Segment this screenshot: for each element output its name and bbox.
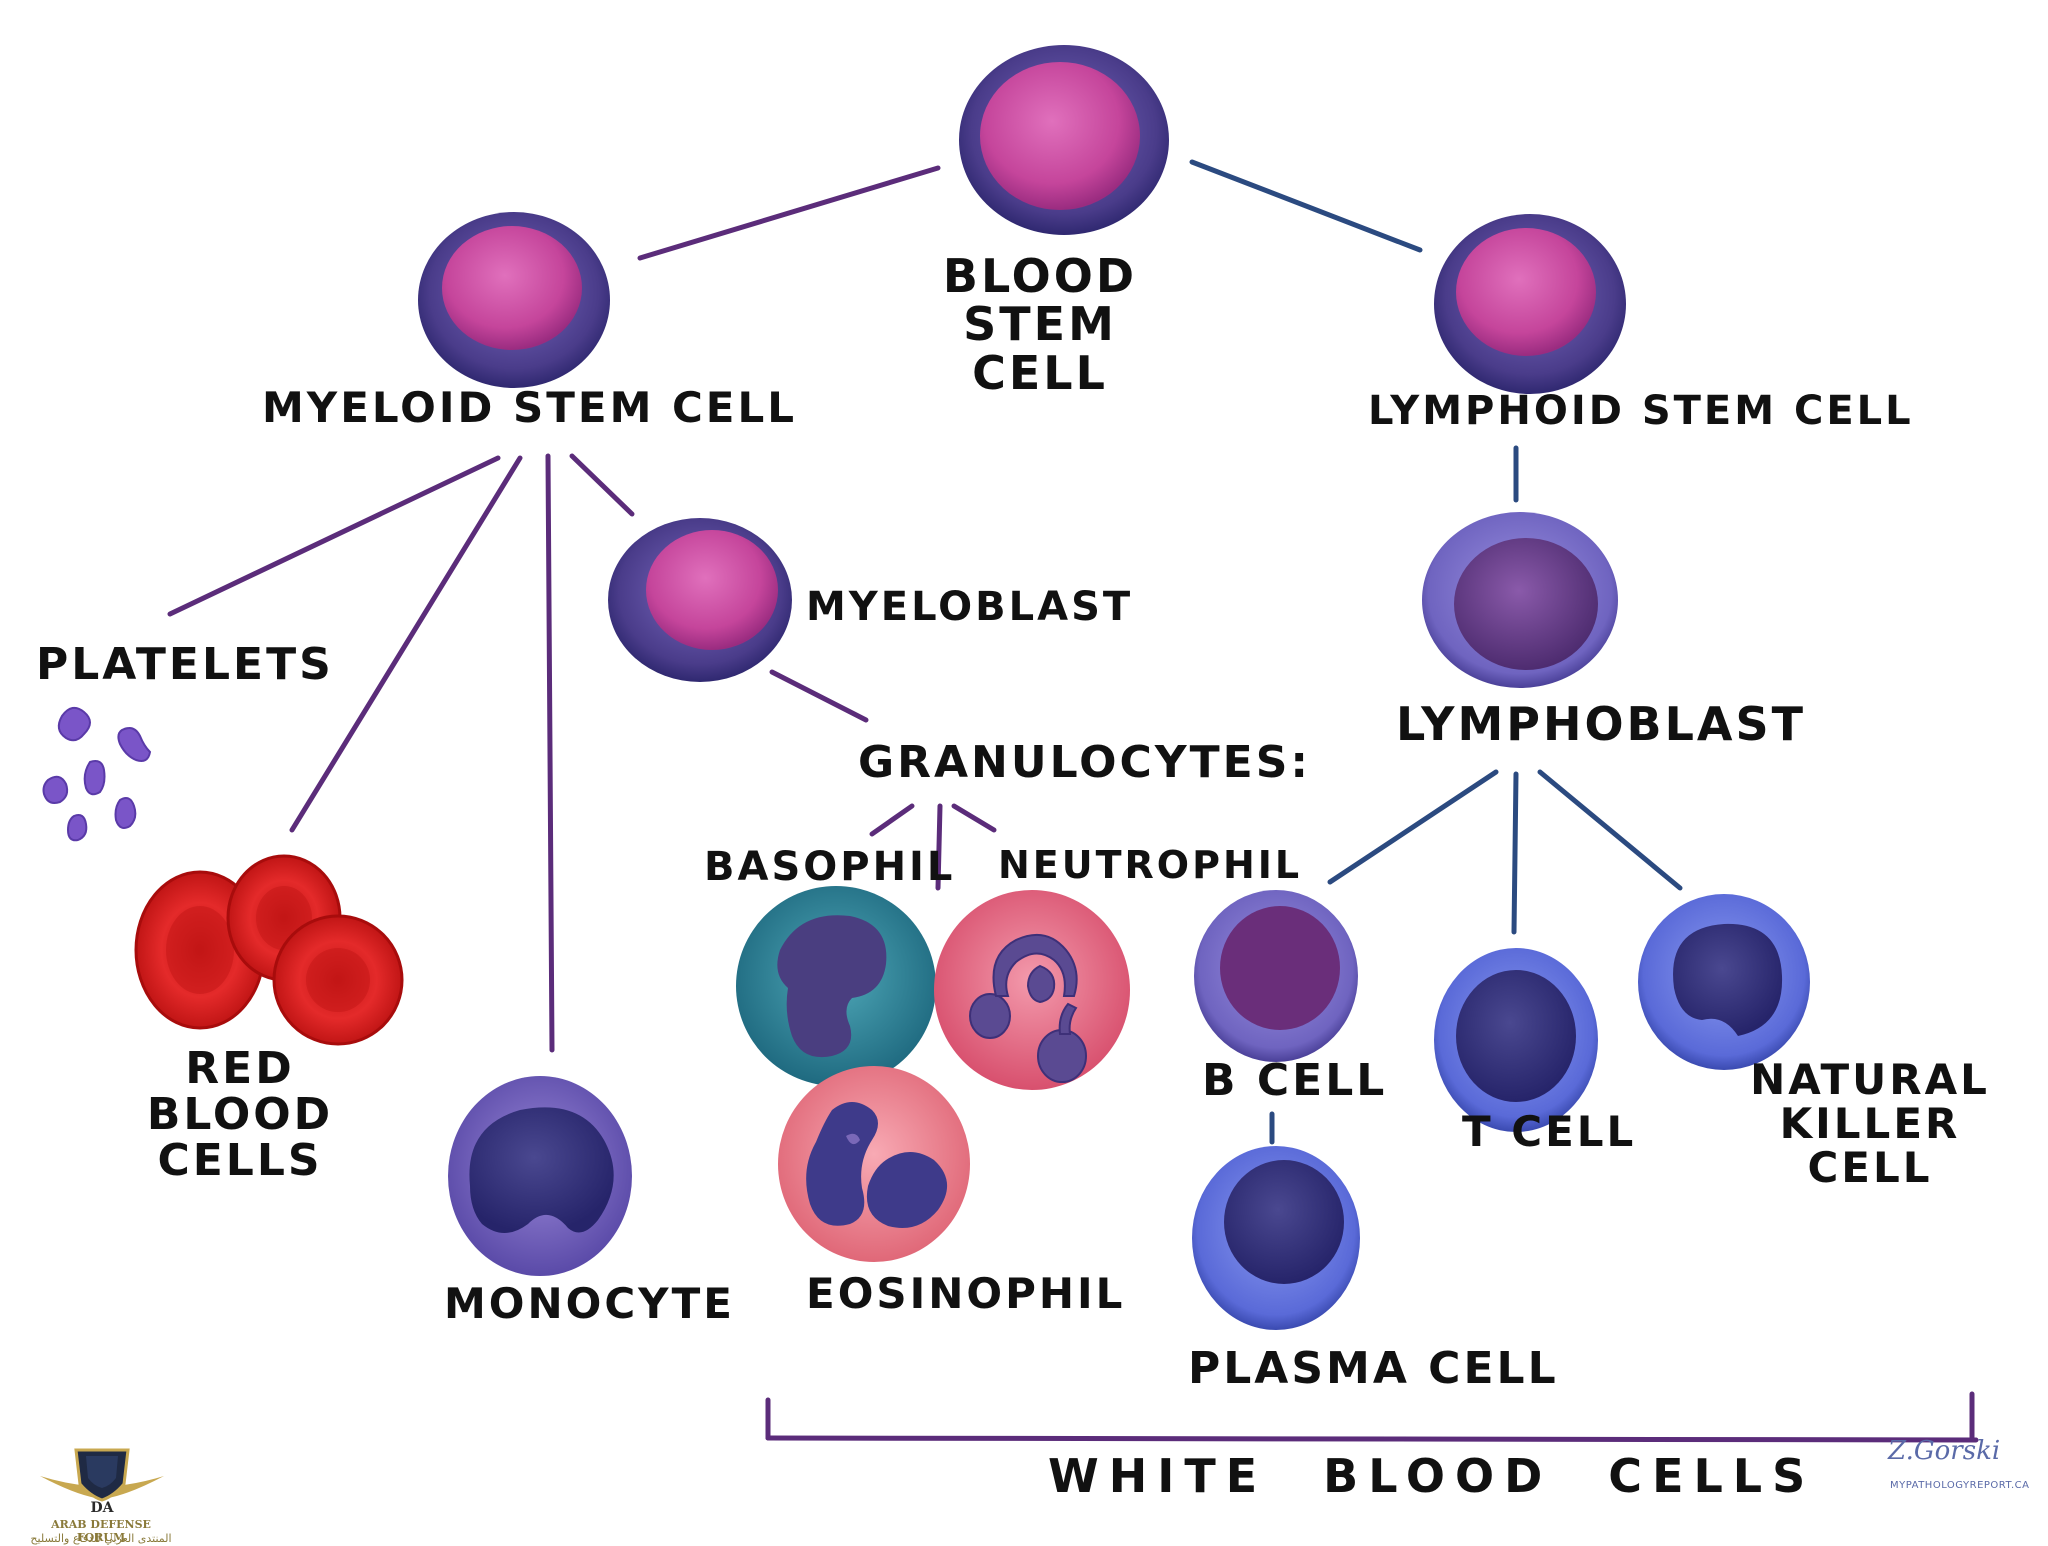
connector-lymphoblast-to-nk: [1537, 769, 1683, 891]
myeloid-stem-cell: [418, 212, 610, 388]
myeloblast-cell: [608, 518, 792, 682]
plasma-cell: [1192, 1146, 1360, 1330]
label-b-cell: B CELL: [1202, 1055, 1388, 1106]
natural-killer-cell: [1638, 894, 1810, 1070]
logo-name: ARAB DEFENSE FORUM: [51, 1518, 151, 1544]
label-lymphoblast: LYMPHOBLAST: [1396, 697, 1807, 751]
label-white-blood-cells: WHITE BLOOD CELLS: [1048, 1449, 1816, 1503]
b-cell: [1194, 890, 1358, 1062]
author-signature: Z.Gorski: [1888, 1436, 2001, 1466]
connector-myeloid-to-platelets: [167, 455, 501, 617]
connector-granulocytes-to-basophil: [869, 803, 915, 837]
connector-myeloblast-to-granulocytes: [769, 669, 869, 723]
label-lymphoid-stem-cell: LYMPHOID STEM CELL: [1368, 388, 1914, 434]
wbc-bracket: [765, 1391, 1979, 1443]
label-eosinophil: EOSINOPHIL: [806, 1269, 1126, 1318]
label-myeloid-stem-cell: MYELOID STEM CELL: [262, 383, 798, 432]
label-platelets: PLATELETS: [36, 639, 334, 690]
red-blood-cells: [134, 854, 404, 1046]
eosinophil-cell: [778, 1066, 970, 1262]
connector-granulocytes-to-neutrophil: [951, 803, 997, 833]
label-blood-stem-cell: BLOOD STEM CELL: [942, 249, 1138, 400]
label-red-blood-cells: RED BLOOD CELLS: [146, 1043, 334, 1187]
connector-granulocytes-to-eosinophil: [935, 803, 943, 891]
label-t-cell: T CELL: [1462, 1107, 1637, 1156]
label-plasma-cell: PLASMA CELL: [1188, 1343, 1559, 1394]
lymphoid-connectors: [1189, 159, 1683, 1145]
label-natural-killer-cell: NATURAL KILLER CELL: [1750, 1055, 1990, 1193]
basophil-cell: [736, 886, 936, 1086]
lymphoid-stem-cell: [1434, 214, 1626, 394]
connector-lymphoblast-to-tcell: [1511, 771, 1519, 935]
connector-myeloid-to-myeloblast: [569, 453, 635, 517]
label-granulocytes: GRANULOCYTES:: [858, 737, 1311, 788]
logo-name-arabic: المنتدى العربي للدفاع والتسليح: [30, 1532, 172, 1545]
monocyte-cell: [448, 1076, 632, 1276]
forum-logo-icon: DA: [40, 1448, 164, 1516]
myeloid-connectors: [167, 165, 997, 1053]
connector-myeloid-to-rbc: [289, 455, 523, 833]
connector-lymphoblast-to-bcell: [1327, 769, 1499, 885]
neutrophil-cell: [934, 890, 1130, 1090]
connector-stem-to-lymphoid: [1189, 159, 1423, 253]
label-basophil: BASOPHIL: [704, 844, 956, 890]
connector-stem-to-myeloid: [637, 165, 941, 261]
blood-stem-cell: [959, 45, 1169, 235]
logo-abbr: DA: [90, 1500, 114, 1516]
author-site: MYPATHOLOGYREPORT.CA: [1890, 1480, 2030, 1491]
label-monocyte: MONOCYTE: [444, 1279, 735, 1328]
platelets: [42, 706, 152, 842]
connector-myeloid-to-monocyte: [545, 453, 555, 1053]
lymphoblast-cell: [1422, 512, 1618, 688]
label-myeloblast: MYELOBLAST: [806, 584, 1134, 630]
t-cell: [1434, 948, 1598, 1132]
label-neutrophil: NEUTROPHIL: [998, 843, 1303, 887]
